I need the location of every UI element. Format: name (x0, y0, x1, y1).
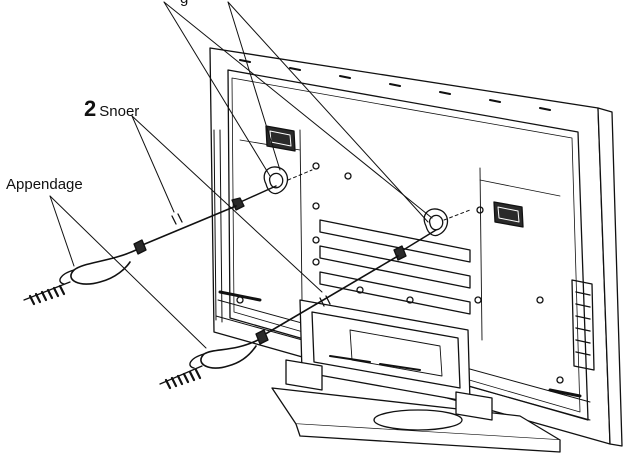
hook-screw-left (23, 249, 137, 306)
leader-top-right-a (227, 1, 281, 171)
cord-lower (255, 229, 437, 345)
clip-right (423, 208, 449, 237)
top-label-fragment: g (180, 0, 188, 7)
cord-label-text: Snoer (99, 103, 140, 120)
leader-lines (49, 1, 433, 349)
appendage-label: Appendage (6, 176, 83, 193)
tv-stand (271, 299, 561, 453)
leader-top-right-b (227, 1, 429, 223)
bracket-left (265, 125, 296, 152)
rear-panel-bar (319, 271, 471, 315)
cord-upper (133, 185, 277, 255)
leader-snoer-lower (131, 115, 323, 293)
cord-step-number: 2 (84, 96, 97, 121)
hook-screw-lower (159, 339, 259, 390)
terminal-panel (571, 279, 595, 371)
leader-snoer-upper (131, 115, 175, 213)
tv-frame-side (597, 107, 623, 447)
tv-rear-cover (227, 69, 589, 421)
leader-appendage-lower (49, 195, 207, 349)
leader-top-to-right-clip (163, 1, 433, 219)
clip-left (263, 166, 289, 195)
leader-top-to-left-clip (163, 1, 271, 177)
rear-panel-bar (319, 245, 471, 289)
bracket-right (493, 201, 524, 228)
leader-appendage-left (49, 195, 75, 267)
